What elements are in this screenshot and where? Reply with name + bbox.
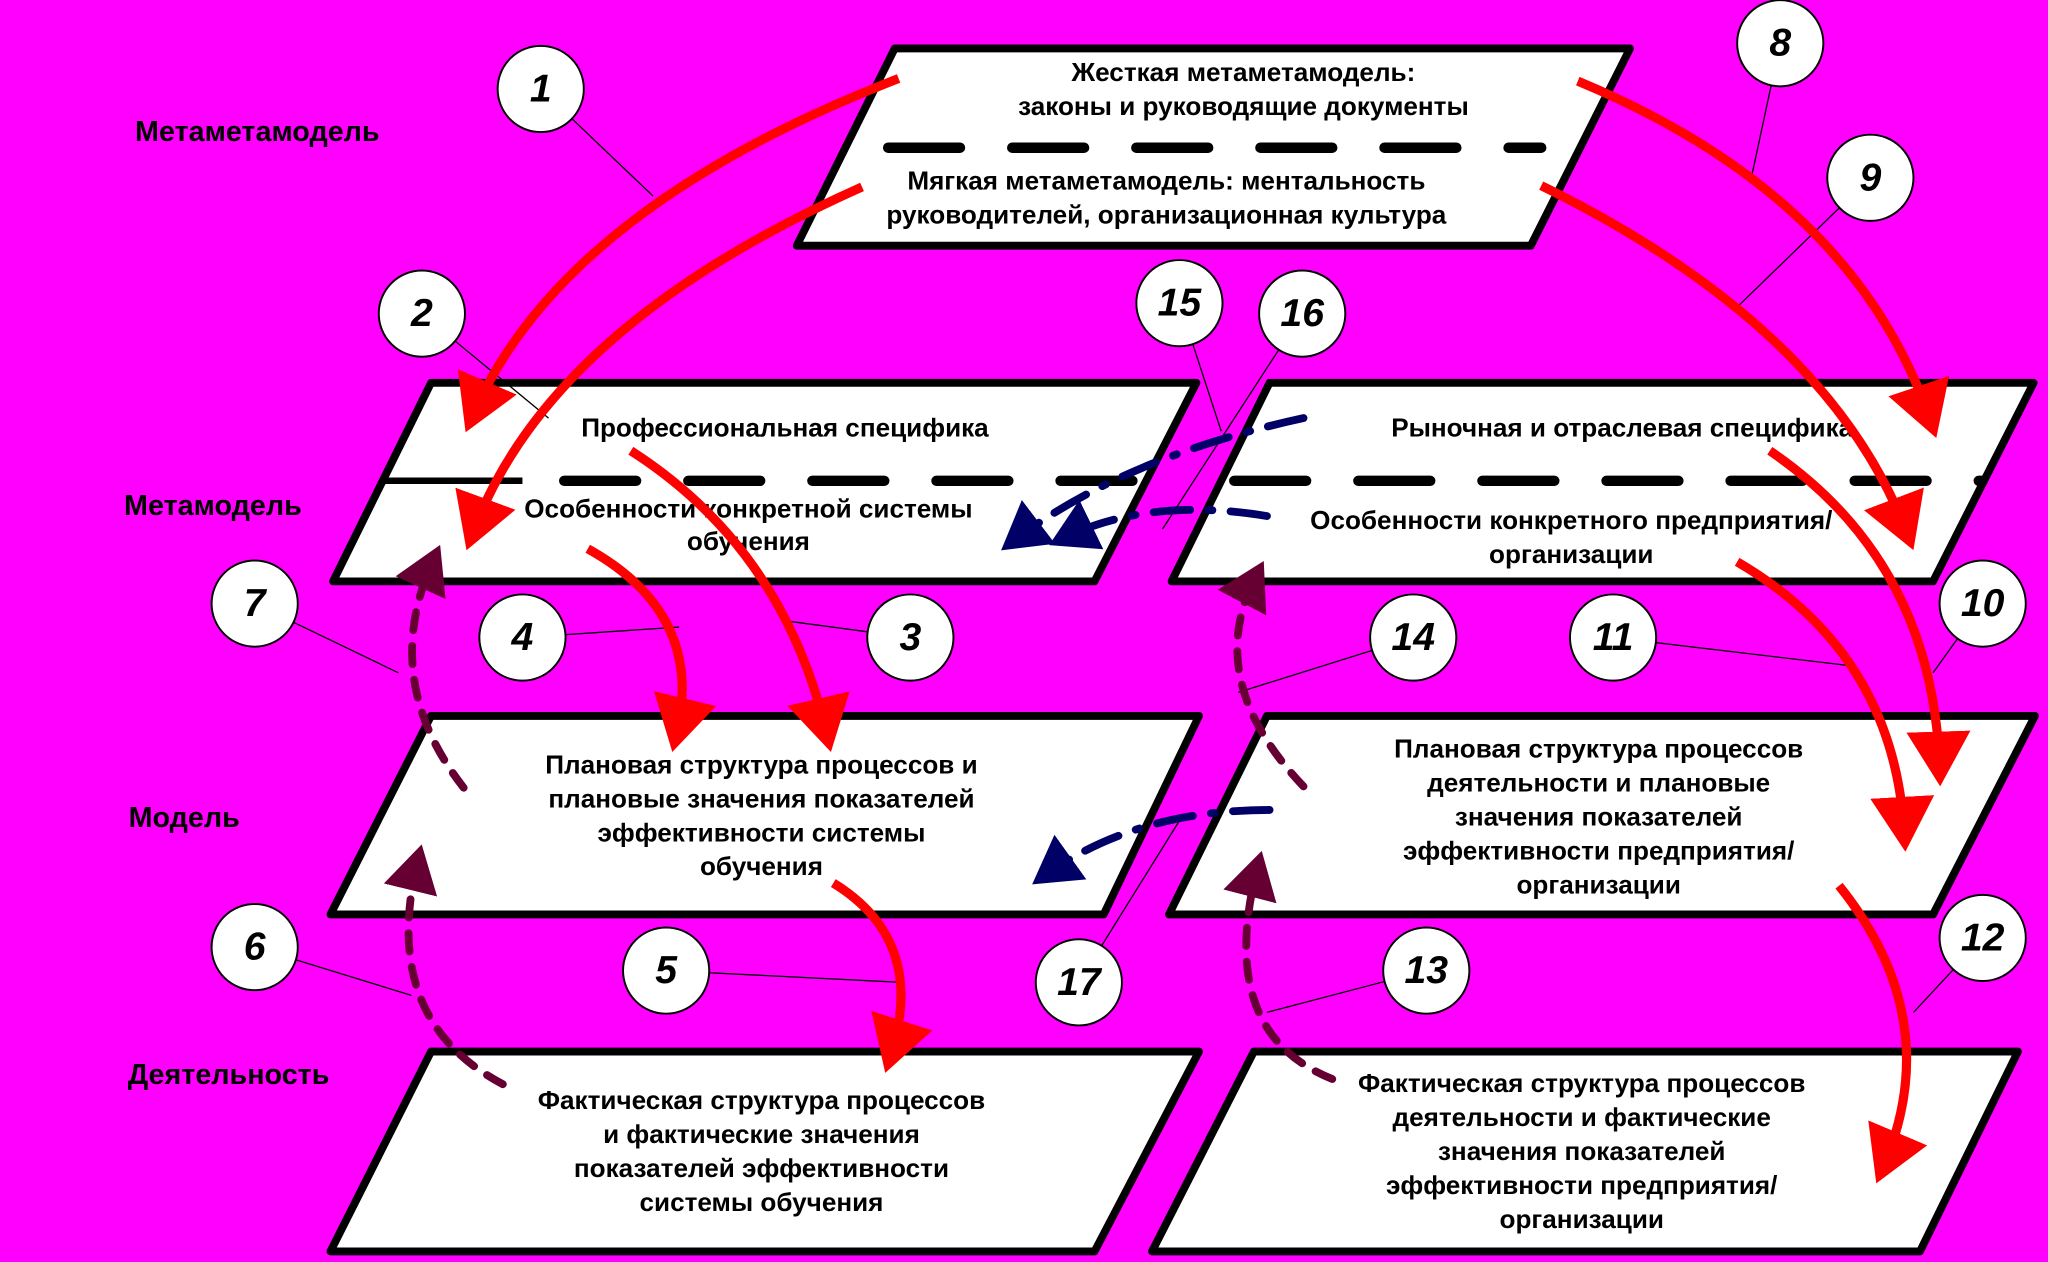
activity-right-line4: эффективности предприятия/	[1386, 1170, 1777, 1200]
svg-text:15: 15	[1158, 282, 1203, 325]
callout-17: 17	[1034, 938, 1123, 1027]
callout-8: 8	[1736, 0, 1825, 88]
activity-left-line2: и фактические значения	[603, 1119, 920, 1149]
callout-13: 13	[1382, 926, 1471, 1015]
activity-left-line4: системы обучения	[640, 1187, 884, 1217]
model-right-line2: деятельности и плановые	[1427, 768, 1770, 798]
training-system-features-line2: обучения	[687, 526, 810, 556]
activity-right-line3: значения показателей	[1438, 1136, 1726, 1166]
model-right-line1: Плановая структура процессов	[1394, 734, 1803, 764]
svg-text:6: 6	[244, 926, 266, 969]
callout-5: 5	[622, 926, 711, 1015]
model-right-line3: значения показателей	[1455, 802, 1743, 832]
callout-4: 4	[478, 593, 567, 682]
activity-left-line3: показателей эффективности	[574, 1153, 949, 1183]
svg-text:7: 7	[244, 582, 268, 625]
level-label-activity: Деятельность	[128, 1059, 330, 1091]
callout-6: 6	[210, 902, 299, 992]
callout-2: 2	[377, 269, 466, 358]
metamodel-right-box: Рыночная и отраслевая специфика Особенно…	[1167, 378, 2038, 586]
activity-right-line1: Фактическая структура процессов	[1358, 1068, 1805, 1098]
svg-text:14: 14	[1391, 616, 1435, 659]
enterprise-features-line2: организации	[1489, 539, 1653, 569]
metametamodel-box: Жесткая метаметамодель: законы и руковод…	[792, 44, 1634, 250]
activity-right-line2: деятельности и фактические	[1393, 1102, 1771, 1132]
callout-7: 7	[210, 559, 299, 648]
activity-right-line5: организации	[1500, 1204, 1664, 1234]
svg-text:2: 2	[410, 292, 433, 335]
callout-11: 11	[1568, 593, 1658, 682]
model-right-box: Плановая структура процессов деятельност…	[1165, 711, 2039, 919]
feedback-arrows	[383, 544, 1337, 1089]
training-system-features-line1: Особенности конкретной системы	[524, 493, 972, 523]
metamodel-left-box: Профессиональная специфика Особенности к…	[329, 378, 1201, 586]
svg-text:5: 5	[655, 949, 678, 992]
model-left-line4: обучения	[700, 851, 823, 881]
callout-16: 16	[1258, 269, 1347, 358]
model-right-line4: эффективности предприятия/	[1403, 836, 1794, 866]
callout-10: 10	[1938, 559, 2027, 648]
soft-metametamodel-line1: Мягкая метаметамодель: ментальность	[907, 166, 1425, 196]
model-left-line2: плановые значения показателей	[548, 783, 974, 813]
callout-15: 15	[1135, 259, 1224, 348]
activity-left-line1: Фактическая структура процессов	[538, 1085, 985, 1115]
enterprise-features-line1: Особенности конкретного предприятия/	[1310, 505, 1832, 535]
svg-text:3: 3	[899, 616, 921, 659]
svg-text:10: 10	[1961, 582, 2005, 625]
model-left-box: Плановая структура процессов и плановые …	[326, 711, 1203, 919]
level-label-metametamodel: Метаметамодель	[135, 116, 380, 148]
svg-text:8: 8	[1769, 22, 1791, 65]
svg-text:9: 9	[1859, 156, 1881, 199]
callout-12: 12	[1938, 893, 2027, 983]
professional-specifics: Профессиональная специфика	[581, 412, 989, 442]
model-right-line5: организации	[1516, 870, 1680, 900]
svg-text:12: 12	[1961, 916, 2005, 959]
callout-9: 9	[1826, 133, 1915, 222]
callout-14: 14	[1369, 593, 1458, 682]
svg-text:17: 17	[1057, 961, 1103, 1004]
svg-text:16: 16	[1280, 292, 1324, 335]
activity-left-box: Фактическая структура процессов и фактич…	[326, 1047, 1203, 1256]
svg-text:11: 11	[1593, 616, 1634, 659]
model-left-line3: эффективности системы	[598, 817, 926, 847]
level-label-model: Модель	[129, 802, 240, 834]
hard-metametamodel-line2: законы и руководящие документы	[1018, 91, 1469, 121]
svg-text:4: 4	[511, 616, 534, 659]
hard-metametamodel-line1: Жесткая метаметамодель:	[1071, 57, 1416, 87]
level-label-metamodel: Метамодель	[124, 490, 302, 522]
cross-arrows	[1001, 414, 1308, 885]
svg-text:1: 1	[530, 67, 552, 110]
soft-metametamodel-line2: руководителей, организационная культура	[886, 199, 1446, 229]
market-specifics: Рыночная и отраслевая специфика	[1391, 412, 1853, 442]
model-left-line1: Плановая структура процессов и	[545, 749, 977, 779]
svg-text:13: 13	[1404, 949, 1448, 992]
red-arrows	[455, 74, 1971, 1184]
callout-3: 3	[866, 593, 955, 682]
callout-1: 1	[496, 44, 585, 134]
activity-right-box: Фактическая структура процессов деятельн…	[1148, 1047, 2022, 1256]
